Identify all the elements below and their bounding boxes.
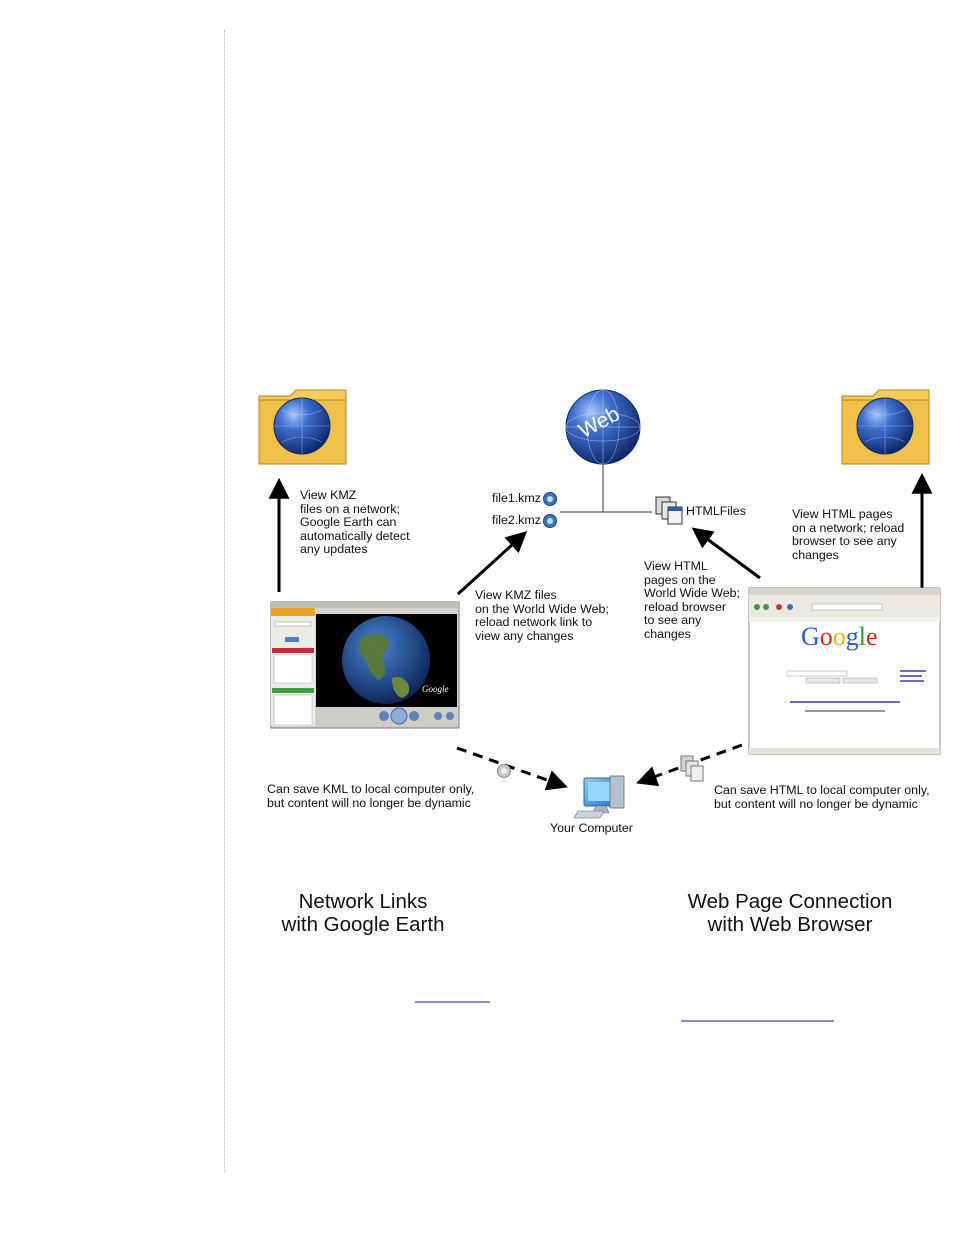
solid-arrows	[268, 472, 933, 596]
web-globe-icon	[565, 389, 641, 465]
earth-watermark: Google	[422, 684, 449, 694]
left-middle-note: View KMZ files on the World Wide Web; re…	[475, 588, 609, 643]
right-folder-icon	[841, 389, 930, 465]
right-bottom-note: Can save HTML to local computer only, bu…	[714, 783, 930, 811]
computer-label: Your Computer	[550, 821, 633, 835]
arrow-left-diagonal	[456, 531, 528, 596]
page-margin-rule	[224, 30, 225, 1172]
kml-save-icon	[497, 764, 511, 778]
right-heading: Web Page Connection with Web Browser	[687, 890, 893, 936]
browser-screenshot	[748, 587, 941, 755]
web-connector-lines	[560, 464, 652, 513]
google-logo: Google	[801, 622, 878, 651]
html-save-icon	[680, 755, 704, 782]
arrow-right-diagonal	[691, 527, 761, 580]
left-folder-icon	[258, 389, 347, 465]
kmz-file-icon-2	[543, 514, 557, 528]
file1-kmz-label: file1.kmz	[492, 491, 541, 505]
computer-icon	[573, 775, 625, 819]
file2-kmz-label: file2.kmz	[492, 513, 541, 527]
arrow-left-to-computer	[456, 746, 568, 791]
right-middle-note: View HTML pages on the World Wide Web; r…	[644, 559, 740, 641]
html-files-icon	[655, 496, 683, 525]
left-upper-note: View KMZ files on a network; Google Eart…	[300, 488, 410, 556]
google-earth-screenshot	[270, 601, 460, 729]
kmz-file-icon-1	[543, 492, 557, 506]
left-bottom-note: Can save KML to local computer only, but…	[267, 782, 475, 810]
html-files-label: HTMLFiles	[686, 504, 746, 518]
right-upper-note: View HTML pages on a network; reload bro…	[792, 507, 905, 562]
left-heading: Network Links with Google Earth	[281, 890, 445, 936]
